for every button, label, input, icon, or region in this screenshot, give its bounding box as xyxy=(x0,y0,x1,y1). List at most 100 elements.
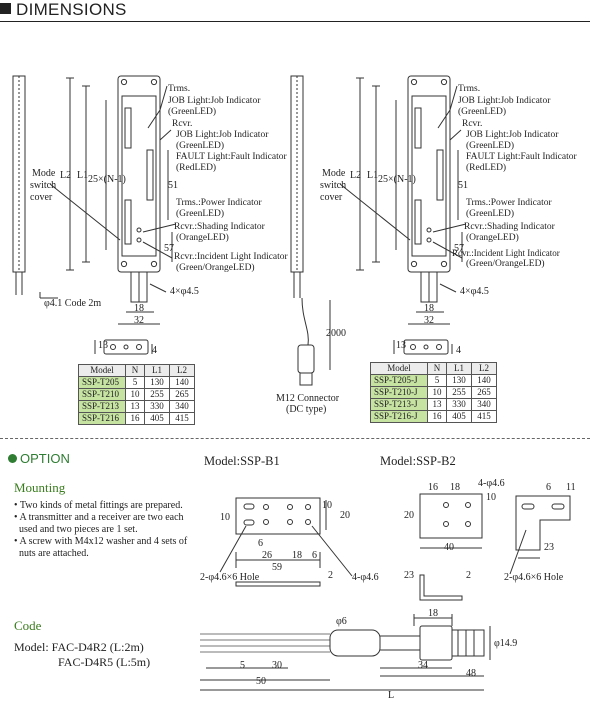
l2-label: L2 xyxy=(60,170,72,181)
orangeled-label: (OrangeLED) xyxy=(466,233,519,243)
greenled-label: (GreenLED) xyxy=(176,141,225,151)
cell-n: 10 xyxy=(125,388,145,401)
greenled-label: (GreenLED) xyxy=(466,141,515,151)
cell-l1: 255 xyxy=(144,388,170,401)
fault-light-label: FAULT Light:Fault Indicator xyxy=(176,152,287,162)
col-header-n: N xyxy=(125,364,145,377)
cell-n: 5 xyxy=(125,376,145,389)
cell-l1: 330 xyxy=(446,398,472,411)
dim-6: 6 xyxy=(546,482,551,493)
cell-n: 13 xyxy=(427,398,447,411)
rcvr-incident-label: Rcvr.:Incident Light Indicator xyxy=(174,252,288,262)
code-label: φ4.1 Code 2m xyxy=(44,298,102,309)
green-orange-label: (Green/OrangeLED) xyxy=(176,263,255,273)
pitch-label: 25×(N-1) xyxy=(378,174,416,185)
cell-l2: 140 xyxy=(169,376,195,389)
table-header-row: Model N L1 L2 xyxy=(78,364,195,377)
cell-n: 16 xyxy=(125,412,145,425)
m12-connector-label: M12 Connector xyxy=(276,393,340,404)
option-title: OPTION xyxy=(20,451,70,466)
bullet-text: Two kinds of metal fittings are prepared… xyxy=(19,500,183,511)
section-title: DIMENSIONS xyxy=(16,0,127,19)
dim-57: 57 xyxy=(164,243,174,254)
cell-model: SSP-T213 xyxy=(78,400,126,413)
holes-label: 4-φ4.6 xyxy=(478,478,505,489)
dim-5: 5 xyxy=(240,660,245,671)
cell-l2: 265 xyxy=(169,388,195,401)
dim-32: 32 xyxy=(134,315,144,326)
redled-label: (RedLED) xyxy=(176,163,217,173)
dim-20: 20 xyxy=(340,510,350,521)
rcvr-incident-label: Rcvr.:Incident Light Indicator xyxy=(452,248,560,258)
square-bullet-icon xyxy=(0,3,11,14)
dim-13: 13 xyxy=(396,340,406,351)
l1-label: L1 xyxy=(77,170,89,181)
dim-6: 6 xyxy=(258,538,263,549)
rcvr-shading-label: Rcvr.:Shading Indicator xyxy=(464,222,555,232)
dim-2: 2 xyxy=(466,570,471,581)
hole-label: 2-φ4.6×6 Hole xyxy=(200,572,260,583)
dim-18: 18 xyxy=(424,303,434,314)
dim-34: 34 xyxy=(418,660,428,671)
cell-l2: 415 xyxy=(471,410,497,423)
cell-l1: 130 xyxy=(144,376,170,389)
dim-26: 26 xyxy=(262,550,272,561)
cell-l1: 255 xyxy=(446,386,472,399)
cell-model: SSP-T205-J xyxy=(370,374,428,387)
cell-l2: 140 xyxy=(471,374,497,387)
col-header-model: Model xyxy=(78,364,126,377)
cell-model: SSP-T205 xyxy=(78,376,126,389)
trms-power-label: Trms.:Power Indicator xyxy=(466,198,552,208)
mounting-notes: • Two kinds of metal fittings are prepar… xyxy=(14,500,214,560)
green-dot-icon xyxy=(8,454,17,463)
col-header-l2: L2 xyxy=(471,362,497,375)
job-light-rcvr-label: JOB Light:Job Indicator xyxy=(466,130,559,140)
cell-n: 16 xyxy=(427,410,447,423)
dim-57: 57 xyxy=(454,243,464,254)
list-item: used and two pieces are 1 set. xyxy=(14,524,214,536)
option-heading: OPTION xyxy=(8,451,70,466)
l1-label: L1 xyxy=(367,170,379,181)
dim-51: 51 xyxy=(458,180,468,191)
dim-10: 10 xyxy=(322,500,332,511)
rcvr-label: Rcvr. xyxy=(172,119,193,129)
greenled-label: (GreenLED) xyxy=(458,107,507,117)
dim-11: 11 xyxy=(566,482,576,493)
cover-label: cover xyxy=(320,192,343,203)
col-header-l1: L1 xyxy=(144,364,170,377)
dim-phi6: φ6 xyxy=(336,616,347,627)
rcvr-label: Rcvr. xyxy=(462,119,483,129)
dim-4: 4 xyxy=(152,345,157,356)
dim-18: 18 xyxy=(428,608,438,619)
bullet-text: A screw with M4x12 washer and 4 sets of xyxy=(19,536,188,547)
fault-light-label: FAULT Light:Fault Indicator xyxy=(466,152,577,162)
redled-label: (RedLED) xyxy=(466,163,507,173)
model-b2-title: Model:SSP-B2 xyxy=(380,454,456,468)
cell-l1: 405 xyxy=(446,410,472,423)
dim-50: 50 xyxy=(256,676,266,687)
greenled-label: (GreenLED) xyxy=(168,107,217,117)
dim-2000: 2000 xyxy=(326,328,346,339)
dim-4: 4 xyxy=(456,345,461,356)
dim-2: 2 xyxy=(328,570,333,581)
dim-23: 23 xyxy=(544,542,554,553)
mode-label: Mode xyxy=(32,168,56,179)
cell-model: SSP-T210 xyxy=(78,388,126,401)
cell-model: SSP-T216-J xyxy=(370,410,428,423)
greenled-label: (GreenLED) xyxy=(176,209,225,219)
bullet-text: nuts are attached. xyxy=(19,548,89,559)
dim-18: 18 xyxy=(450,482,460,493)
bullet-text: A transmitter and a receiver are two eac… xyxy=(19,512,184,523)
list-item: • Two kinds of metal fittings are prepar… xyxy=(14,500,183,511)
list-item: nuts are attached. xyxy=(14,548,214,560)
code-model-1: Model: FAC-D4R2 (L:2m) xyxy=(14,640,144,654)
col-header-n: N xyxy=(427,362,447,375)
cell-l1: 405 xyxy=(144,412,170,425)
